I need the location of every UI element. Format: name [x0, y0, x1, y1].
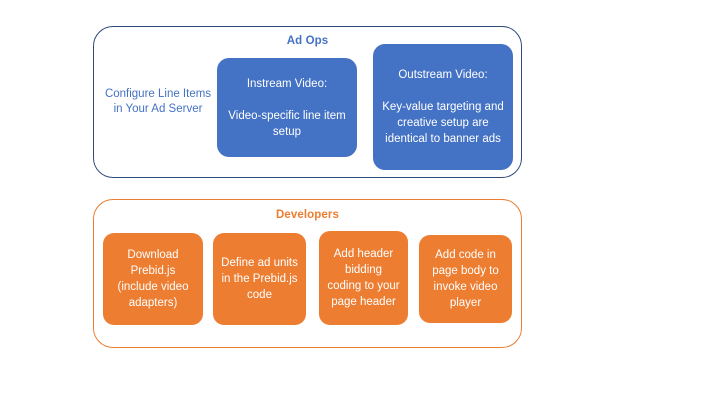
box-header-bidding-code-body: Add header bidding coding to your page h…	[327, 248, 400, 308]
box-outstream-video-head: Outstream Video:	[398, 69, 488, 81]
panel-title-developers: Developers	[275, 209, 339, 221]
box-define-ad-units: Define ad units in the Prebid.js code	[213, 233, 306, 325]
box-invoke-video-player-body: Add code in page body to invoke video pl…	[432, 249, 499, 309]
box-outstream-video-body: Key-value targeting and creative setup a…	[382, 101, 504, 145]
box-invoke-video-player: Add code in page body to invoke video pl…	[419, 235, 512, 323]
box-instream-video: Instream Video: Video-specific line item…	[217, 58, 357, 157]
box-outstream-video: Outstream Video: Key-value targeting and…	[373, 44, 513, 170]
box-define-ad-units-body: Define ad units in the Prebid.js code	[221, 257, 298, 301]
box-header-bidding-code: Add header bidding coding to your page h…	[319, 231, 408, 325]
panel-title-ad-ops: Ad Ops	[286, 35, 329, 47]
box-download-prebid-body: Download Prebid.js (include video adapte…	[117, 249, 189, 309]
box-instream-video-head: Instream Video:	[246, 77, 328, 90]
box-instream-video-body: Video-specific line item setup	[228, 109, 346, 138]
label-configure-line-items: Configure Line Items in Your Ad Server	[104, 87, 212, 116]
box-download-prebid: Download Prebid.js (include video adapte…	[103, 233, 203, 325]
